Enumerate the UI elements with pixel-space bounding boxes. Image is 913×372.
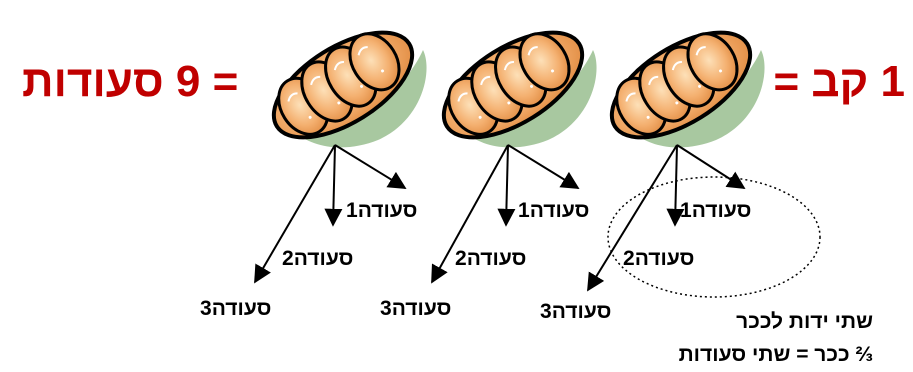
split-arrows bbox=[587, 144, 746, 292]
equation-left-side: = 9 סעודות bbox=[22, 57, 239, 106]
bread-loaf-icon bbox=[254, 9, 432, 161]
portion-label-3: סעודה3 bbox=[540, 300, 612, 323]
portion-label-1: סעודה1 bbox=[680, 199, 752, 222]
split-arrows bbox=[254, 144, 407, 284]
portion-label-1: סעודה1 bbox=[346, 199, 418, 222]
portion-label-1: סעודה1 bbox=[518, 199, 590, 222]
portion-label-2: סעודה2 bbox=[623, 247, 695, 270]
portion-label-3: סעודה3 bbox=[200, 297, 272, 320]
bread-loaf-icon bbox=[424, 9, 602, 161]
equation-right-side: 1 קב = bbox=[773, 57, 905, 106]
portion-label-3: סעודה3 bbox=[380, 297, 452, 320]
split-arrows bbox=[431, 144, 580, 284]
note-line-1: שתי ידות לככר bbox=[736, 310, 873, 333]
portion-label-2: סעודה2 bbox=[282, 247, 354, 270]
bread-loaf-icon bbox=[592, 9, 770, 161]
portion-label-2: סעודה2 bbox=[455, 247, 527, 270]
note-line-2: ⅔ ככר = שתי סעודות bbox=[678, 343, 873, 366]
two-portions-highlight bbox=[607, 176, 821, 298]
